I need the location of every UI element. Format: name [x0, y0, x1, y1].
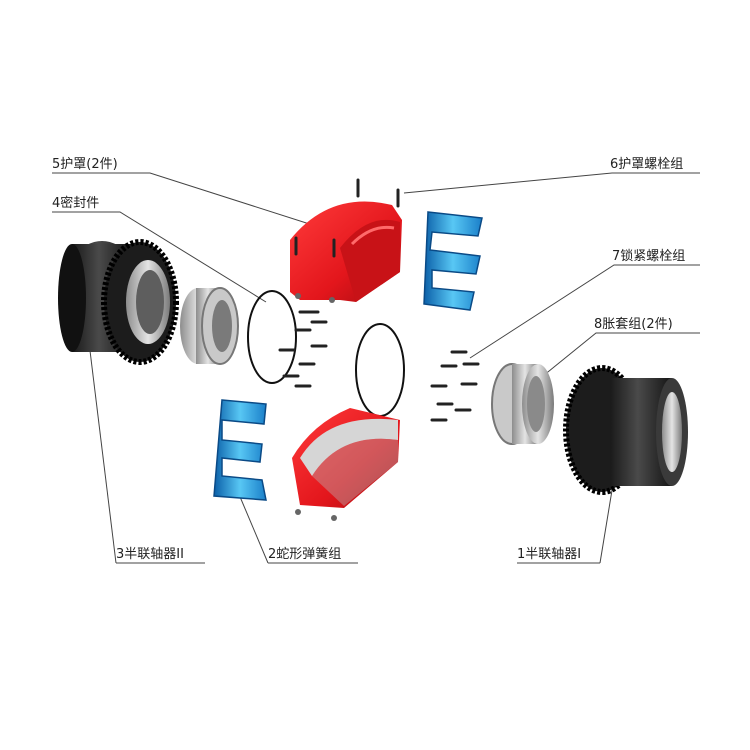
leader-cover-bolts — [403, 172, 700, 194]
seal-ring-left — [247, 290, 297, 384]
label-seal: 4密封件 — [52, 196, 100, 211]
label-cover-bolts: 6护罩螺栓组 — [610, 157, 684, 172]
half-coupling-2 — [58, 239, 179, 365]
label-expansion-sleeve: 8胀套组(2件) — [594, 317, 673, 332]
label-lock-bolts: 7锁紧螺栓组 — [612, 249, 686, 264]
leader-lines — [52, 172, 700, 564]
leader-cover — [52, 172, 323, 229]
leader-seal — [52, 211, 267, 303]
seal-ring-right — [355, 323, 405, 417]
lock-bolts-left — [278, 310, 328, 388]
label-cover: 5护罩(2件) — [52, 157, 118, 172]
seal-rings — [247, 290, 405, 417]
expansion-sleeve-right — [491, 363, 554, 445]
cover-bottom — [292, 408, 400, 521]
label-spring-group: 2蛇形弹簧组 — [268, 547, 342, 562]
leader-spring-vert — [237, 491, 269, 564]
expansion-sleeve-left — [180, 287, 239, 365]
half-coupling-1 — [563, 365, 688, 495]
lock-bolts-right — [430, 350, 480, 422]
spring-group-top — [423, 211, 483, 311]
label-half-coupling-1: 1半联轴器I — [517, 547, 582, 562]
leader-hub2-vert — [85, 317, 117, 564]
leader-expansion — [537, 332, 700, 381]
leader-lock-bolts — [469, 264, 700, 359]
cover-top — [290, 201, 402, 303]
spring-group-bottom — [213, 399, 267, 501]
label-half-coupling-2: 3半联轴器II — [116, 547, 184, 562]
cover-bolts — [294, 178, 400, 258]
